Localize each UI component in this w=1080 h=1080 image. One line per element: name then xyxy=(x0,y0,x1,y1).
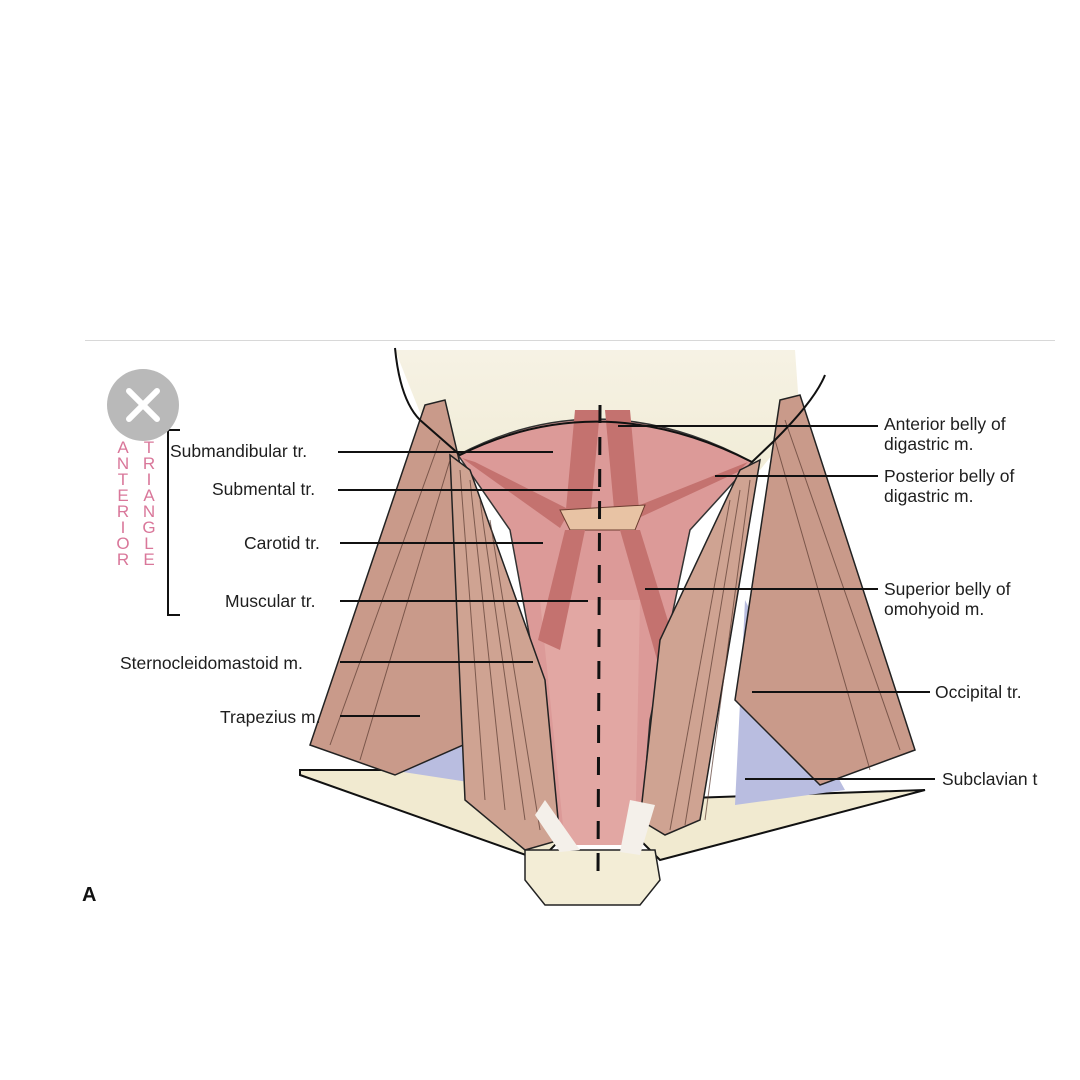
close-icon xyxy=(126,388,160,422)
hyoid xyxy=(559,504,646,531)
label-trapezius: Trapezius m. xyxy=(220,707,321,727)
leader-lines-right xyxy=(618,425,935,780)
label-muscular: Muscular tr. xyxy=(225,591,316,611)
label-occipital: Occipital tr. xyxy=(935,682,1022,702)
close-button[interactable] xyxy=(107,369,179,441)
label-superior-belly-omohyoid: Superior belly of omohyoid m. xyxy=(884,579,1011,619)
sternum xyxy=(524,849,661,906)
omohyoid-left xyxy=(538,530,585,650)
label-posterior-belly-digastric: Posterior belly of digastric m. xyxy=(884,466,1015,506)
label-carotid: Carotid tr. xyxy=(244,533,320,553)
tendon-right xyxy=(620,800,655,855)
label-sternocleidomastoid: Sternocleidomastoid m. xyxy=(120,653,303,673)
leader-lines-left xyxy=(338,451,600,717)
tendon-left xyxy=(535,800,580,852)
label-anterior-belly-digastric: Anterior belly of digastric m. xyxy=(884,414,1006,454)
digastric-anterior-right xyxy=(605,410,640,520)
divider-line xyxy=(85,340,1055,341)
digastric-posterior-left xyxy=(462,458,570,528)
label-subclavian: Subclavian t xyxy=(942,769,1038,789)
midline-region xyxy=(540,600,640,845)
digastric-anterior-left xyxy=(565,410,600,520)
label-submental: Submental tr. xyxy=(212,479,316,499)
panel-letter: A xyxy=(82,884,96,906)
mandible-outline xyxy=(394,347,826,464)
midline-dashed xyxy=(596,404,602,876)
anterior-triangle-bracket xyxy=(167,429,180,616)
label-submandibular: Submandibular tr. xyxy=(170,441,308,461)
